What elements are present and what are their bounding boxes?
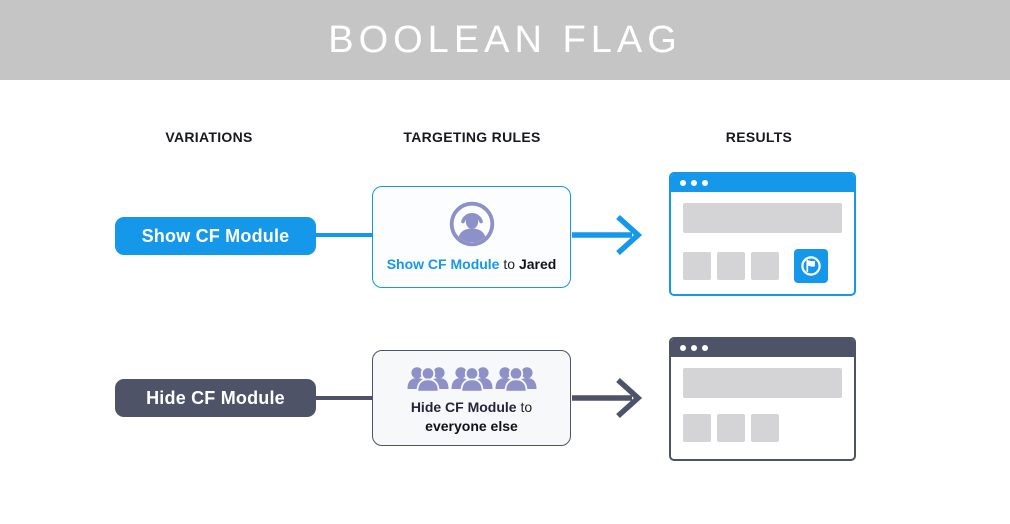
content-placeholder-block (683, 252, 711, 280)
content-placeholder-row (683, 249, 842, 283)
targeting-rule-card-show: Show CF Module to Jared (372, 186, 571, 288)
rule-text: Show CF Module to Jared (387, 255, 557, 274)
variation-pill-show-cf-module: Show CF Module (115, 217, 316, 255)
column-header-targeting-rules: TARGETING RULES (403, 129, 541, 145)
single-user-avatar-icon (449, 201, 494, 247)
crowd-icon (407, 365, 536, 393)
rule-audience: Jared (518, 256, 557, 272)
connector-line (314, 396, 372, 400)
content-placeholder-block (751, 252, 779, 280)
content-placeholder-block (751, 414, 779, 442)
rule-connector: to (516, 398, 533, 415)
flag-icon (801, 256, 821, 276)
window-control-dot (691, 180, 697, 186)
variation-pill-hide-cf-module: Hide CF Module (115, 379, 316, 417)
content-placeholder-block (683, 414, 711, 442)
content-placeholder-banner (683, 203, 842, 233)
banner: BOOLEAN FLAG (0, 0, 1010, 80)
column-header-results: RESULTS (725, 129, 793, 145)
browser-window-hide-result (669, 337, 856, 461)
window-control-dot (680, 345, 686, 351)
flow-arrow-icon (572, 377, 643, 419)
flow-arrow-icon (572, 214, 643, 256)
rule-action: Show CF Module (386, 256, 500, 272)
rule-action: Hide CF Module (410, 398, 517, 415)
content-placeholder-row (683, 414, 842, 442)
rule-audience: everyone else (425, 417, 518, 434)
window-controls (671, 339, 854, 357)
cf-module-widget (794, 249, 828, 283)
content-placeholder-block (717, 414, 745, 442)
window-control-dot (702, 180, 708, 186)
browser-window-show-result (669, 172, 856, 296)
banner-title: BOOLEAN FLAG (328, 18, 682, 61)
connector-line (314, 233, 372, 237)
content-placeholder-block (717, 252, 745, 280)
column-header-variations: VARIATIONS (165, 129, 253, 145)
content-placeholder-banner (683, 368, 842, 398)
window-control-dot (702, 345, 708, 351)
window-control-dot (691, 345, 697, 351)
rule-text: Hide CF Module to everyone else (411, 398, 532, 436)
rule-connector: to (499, 256, 519, 272)
window-controls (671, 174, 854, 192)
targeting-rule-card-hide: Hide CF Module to everyone else (372, 350, 571, 446)
window-control-dot (680, 180, 686, 186)
